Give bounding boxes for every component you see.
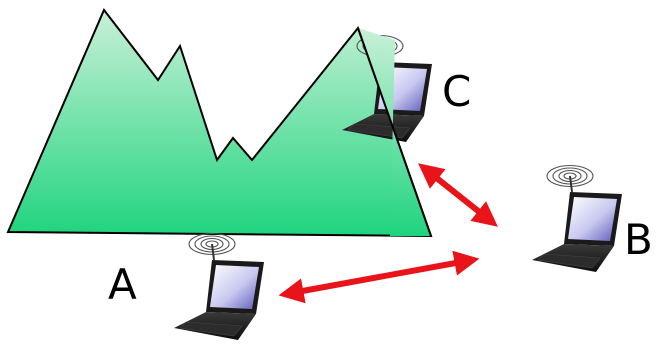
node-label-b: B <box>624 215 653 264</box>
laptop-a-icon <box>173 232 265 341</box>
node-label-c: C <box>442 67 471 116</box>
link-b-c-arrow <box>418 163 498 227</box>
node-label-a: A <box>108 260 137 309</box>
laptop-b-icon <box>531 164 623 273</box>
link-a-b-arrow <box>278 250 480 304</box>
